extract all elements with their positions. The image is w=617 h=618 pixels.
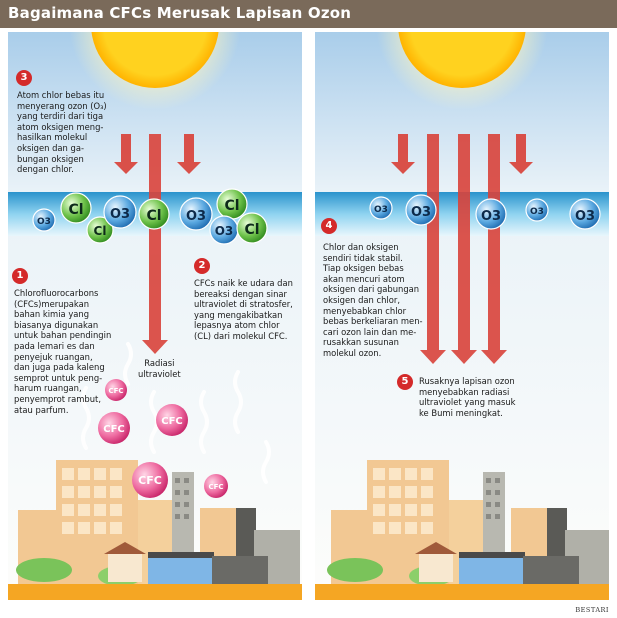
step-4-text: Chlor dan oksigen sendiri tidak stabil. … bbox=[323, 242, 423, 358]
step-2-text: CFCs naik ke udara dan bereaksi dengan s… bbox=[194, 278, 293, 341]
title-bar: Bagaimana CFCs Merusak Lapisan Ozon bbox=[0, 0, 617, 28]
molecule-label: O3 bbox=[215, 224, 234, 238]
molecule-label: O3 bbox=[530, 207, 544, 217]
page-title: Bagaimana CFCs Merusak Lapisan Ozon bbox=[8, 4, 352, 22]
molecule-label: Cl bbox=[244, 222, 259, 238]
step-1-text: Chlorofluorocarbons (CFCs)merupakan baha… bbox=[14, 288, 112, 415]
molecule-label: Cl bbox=[68, 202, 83, 218]
uv-label: Radiasi ultraviolet bbox=[138, 358, 181, 379]
molecule-label: O3 bbox=[481, 209, 501, 224]
molecule-label: Cl bbox=[224, 198, 239, 214]
cfc-label: CFC bbox=[161, 416, 183, 427]
step-5-text: Rusaknya lapisan ozon menyebabkan radias… bbox=[419, 376, 516, 418]
left-panel-illustration: O3 Cl Cl O3 Cl O3 Cl O3 Cl bbox=[8, 32, 302, 600]
cfc-label: CFC bbox=[103, 424, 125, 435]
step-5-badge: 5 bbox=[397, 374, 413, 390]
step-3-text: Atom chlor bebas itu menyerang ozon (O₃)… bbox=[17, 90, 107, 175]
step-3-badge: 3 bbox=[16, 70, 32, 86]
right-panel: O3 O3 O3 O3 O3 bbox=[315, 32, 609, 600]
cfc-label: CFC bbox=[108, 387, 123, 395]
credit: BESTARI bbox=[575, 606, 609, 614]
molecule-label: Cl bbox=[146, 208, 161, 224]
left-panel: O3 Cl Cl O3 Cl O3 Cl O3 Cl bbox=[8, 32, 302, 600]
molecule-label: O3 bbox=[110, 207, 130, 222]
right-panel-illustration: O3 O3 O3 O3 O3 bbox=[315, 32, 609, 600]
molecule-label: O3 bbox=[575, 209, 595, 224]
molecule-label: O3 bbox=[411, 205, 431, 220]
cfc-label: CFC bbox=[208, 483, 223, 491]
step-4-badge: 4 bbox=[321, 218, 337, 234]
molecule-label: O3 bbox=[374, 205, 388, 215]
cfc-label: CFC bbox=[138, 474, 162, 487]
molecule-label: Cl bbox=[94, 224, 107, 238]
step-2-badge: 2 bbox=[194, 258, 210, 274]
step-1-badge: 1 bbox=[12, 268, 28, 284]
molecule-label: O3 bbox=[186, 209, 206, 224]
molecule-label: O3 bbox=[37, 217, 51, 227]
